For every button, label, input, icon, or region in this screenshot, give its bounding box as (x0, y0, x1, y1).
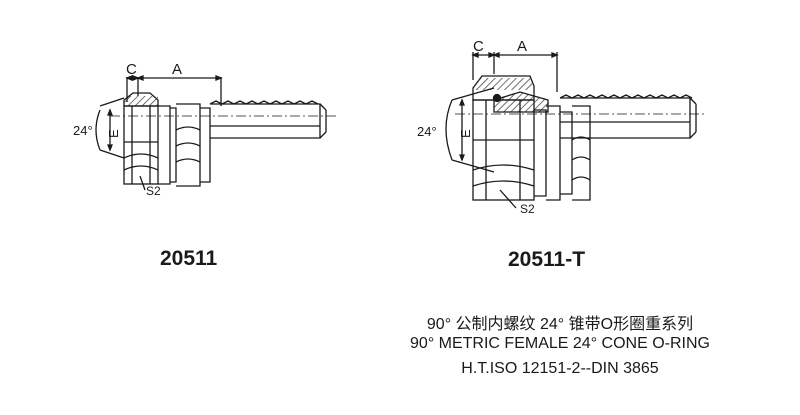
model-label-20511-t: 20511-T (508, 248, 585, 271)
caption-standard: H.T.ISO 12151-2--DIN 3865 (461, 360, 659, 377)
dim-c-right: C (473, 38, 484, 55)
dim-a-right: A (517, 38, 527, 55)
fitting-20511-drawing (95, 75, 336, 191)
angle-label-right: 24° (417, 124, 437, 139)
dim-e-left: E (106, 129, 121, 138)
model-label-20511: 20511 (160, 247, 218, 270)
dim-e-right: E (458, 129, 473, 138)
fitting-20511-t-drawing (445, 52, 706, 209)
dim-a-left: A (172, 61, 182, 78)
hex-label-left: S2 (146, 184, 161, 198)
caption-english: 90° METRIC FEMALE 24° CONE O-RING (410, 335, 710, 352)
dim-c-left: C (126, 61, 137, 78)
hex-label-right: S2 (520, 202, 535, 216)
caption-chinese: 90° 公制内螺纹 24° 锥带O形圈重系列 (426, 316, 694, 333)
angle-label-left: 24° (73, 123, 93, 138)
